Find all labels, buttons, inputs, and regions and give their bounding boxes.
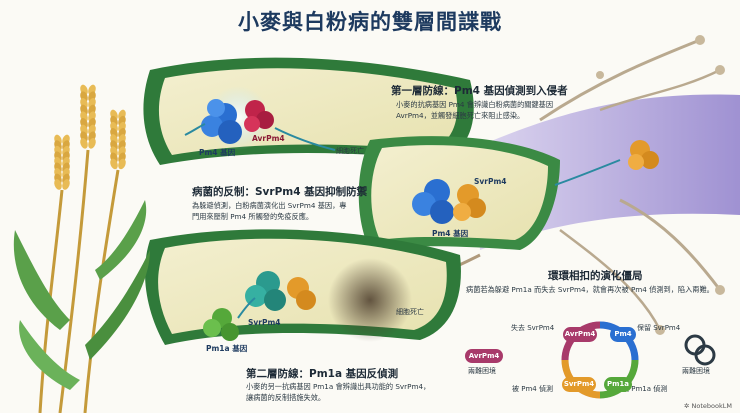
wheat-grain [80, 138, 88, 149]
page-title: 小麥與白粉病的雙層間諜戰 [238, 10, 502, 34]
wheat-heads [54, 84, 126, 190]
wheat-grain [118, 158, 126, 170]
stage1-pm4-label: Pm4 基因 [199, 148, 236, 157]
stage2-body-line1: 為躲避偵測，白粉病菌演化出 SvrPm4 基因，專 [192, 201, 347, 210]
stage2-svrpm4-label: SvrPm4 [474, 177, 507, 186]
arrow-to-cell-death [274, 127, 336, 151]
arrow-stage3 [237, 297, 256, 319]
left-dilemma-badge: AvrPm4 [465, 349, 503, 363]
svrpm4-orange-protein-stage3 [287, 277, 316, 310]
svrpm4-protein-stage2 [453, 184, 486, 221]
cycle-body: 病菌若為躲避 Pm1a 而失去 SvrPm4，就會再次被 Pm4 偵測到，陷入兩… [466, 285, 714, 294]
stage3-body-line1: 小麥的另一抗病基因 Pm1a 會辨識出具功能的 SvrPm4， [246, 382, 431, 391]
arrow-stage1 [184, 123, 206, 136]
watermark: ✲ NotebookLM [684, 402, 732, 410]
avrpm4-protein-stage1 [244, 100, 274, 132]
wheat-plant-illustration [13, 149, 150, 413]
stage3-cell-death-label: 細胞死亡 [396, 308, 424, 316]
wheat-grain [110, 158, 118, 170]
stage3-heading: 第二層防線：Pm1a 基因反偵測 [246, 368, 399, 380]
pm4-protein-stage1 [201, 99, 242, 144]
stage1-avrpm4-label: AvrPm4 [252, 134, 285, 143]
wheat-grain [62, 179, 70, 190]
pm4-protein-stage2 [412, 179, 454, 224]
stage3-svrpm4-label: SvrPm4 [248, 318, 281, 327]
cycle-node-svrpm4: SvrPm4 [562, 377, 596, 392]
svrpm4-secreted-protein [628, 140, 659, 170]
stage1-cell-death-label: 細胞死亡 [336, 147, 364, 155]
cycle-lose-svr-label: 失去 SvrPm4 [511, 324, 555, 332]
left-dilemma-caption: 兩難困境 [468, 367, 496, 375]
cycle-pm4-detect-label: 被 Pm4 偵測 [512, 385, 553, 393]
watermark-label: NotebookLM [691, 402, 732, 410]
dilemma-knot-icon [684, 334, 716, 366]
stage1-body-line1: 小麥的抗病基因 Pm4 會辨識白粉病菌的關鍵基因 [396, 100, 554, 109]
cycle-node-pm1a: Pm1a [604, 377, 632, 392]
stage3-pm1a-label: Pm1a 基因 [206, 344, 248, 353]
cycle-node-pm4: Pm4 [610, 327, 636, 342]
cycle-heading: 環環相扣的演化僵局 [548, 270, 643, 282]
wheat-grain [54, 179, 62, 190]
cycle-node-avrpm4: AvrPm4 [563, 327, 597, 342]
stage2-body-line2: 門用來壓制 Pm4 所觸發的免疫反應。 [192, 212, 314, 221]
pm1a-protein [203, 308, 239, 341]
arrow-secretion [554, 159, 621, 186]
stage2-pm4-label: Pm4 基因 [432, 229, 469, 238]
stage3-body-line2: 讓病菌的反制措施失效。 [246, 393, 326, 402]
right-dilemma-caption: 兩難困境 [682, 367, 710, 375]
watermark-icon: ✲ [684, 402, 690, 410]
cycle-pm1a-detect-label: 被 Pm1a 偵測 [622, 385, 668, 393]
stage2-heading: 病菌的反制：SvrPm4 基因抑制防禦 [192, 186, 368, 198]
wheat-grain [88, 138, 96, 149]
stage1-heading: 第一層防線：Pm4 基因偵測到入侵者 [391, 85, 568, 97]
stage1-body-line2: AvrPm4，並觸發細胞死亡來阻止感染。 [396, 111, 525, 120]
cycle-keep-svr-label: 保留 SvrPm4 [637, 324, 681, 332]
